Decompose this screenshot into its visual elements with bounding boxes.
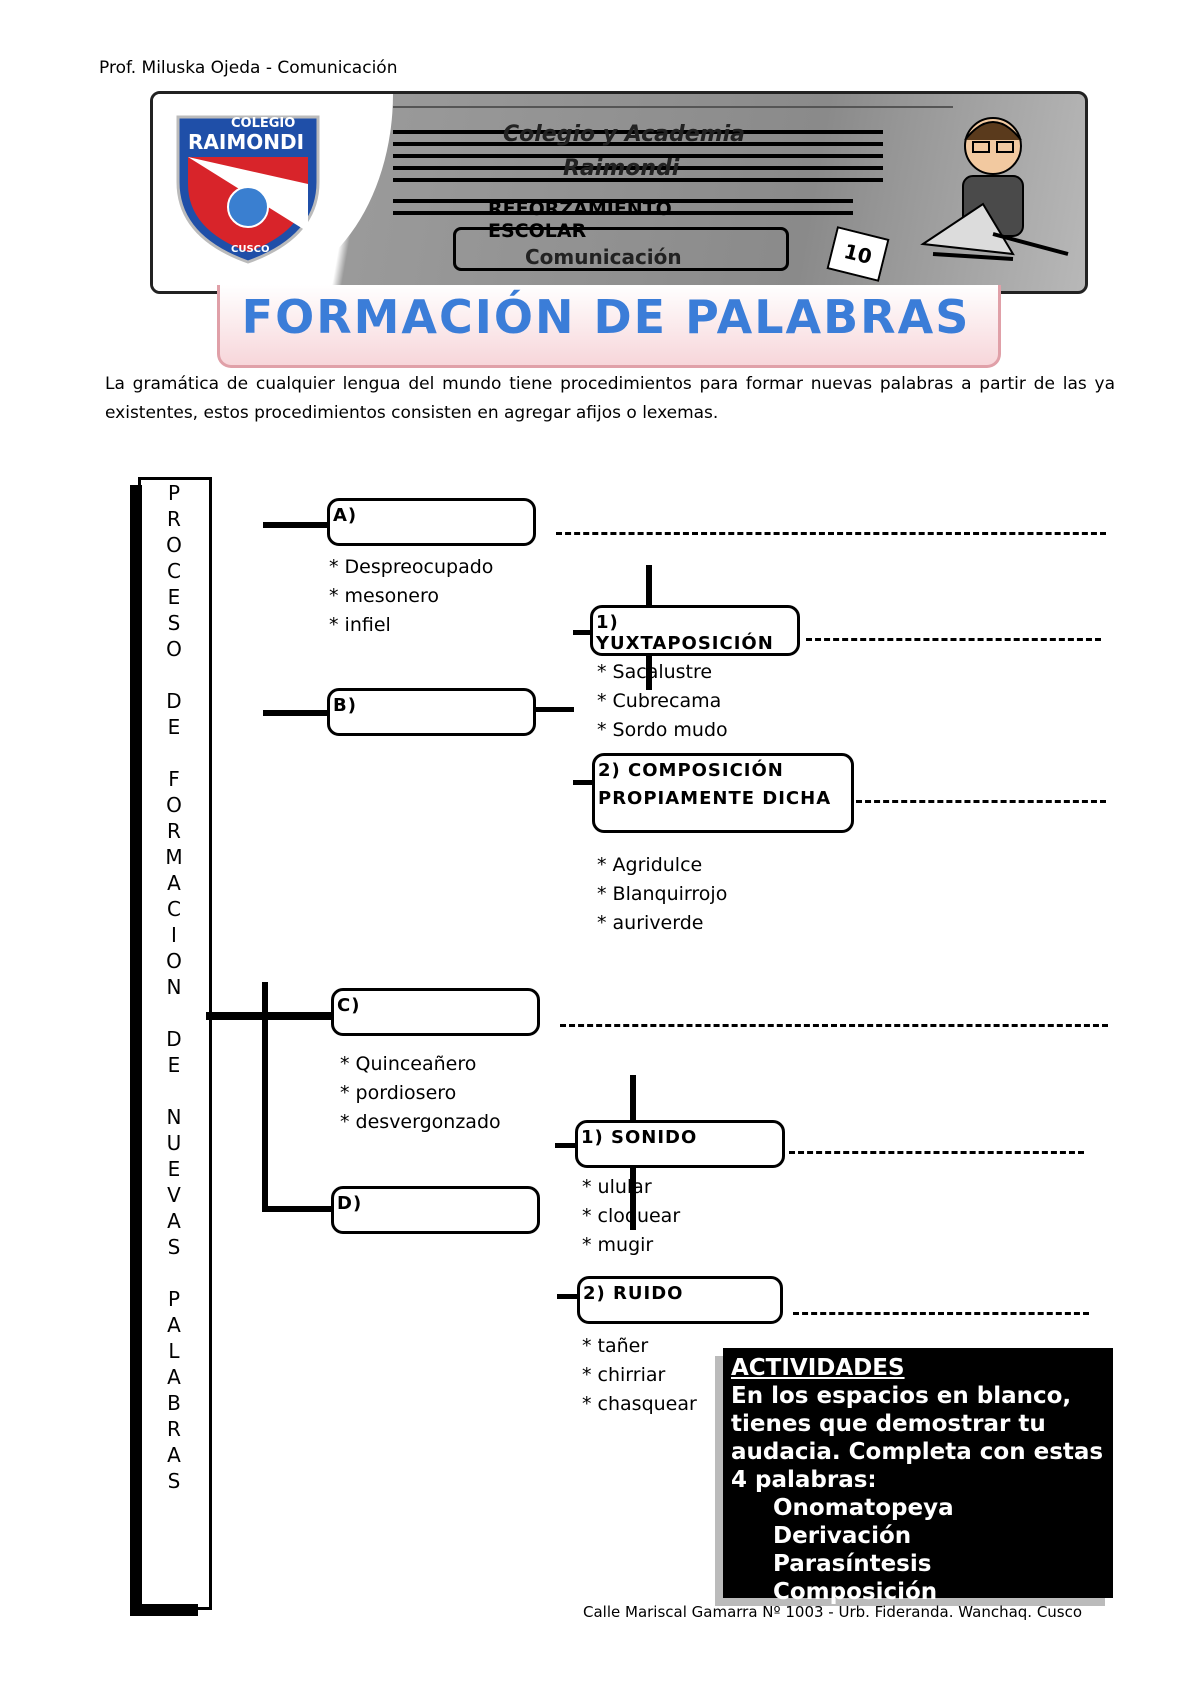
connector-b-out [532,707,574,712]
answer-line-a[interactable] [556,532,1106,535]
vertical-letter: O [166,793,182,817]
box-d2: 2) RUIDO [577,1276,783,1324]
box-b2: 2) COMPOSICIÓN PROPIAMENTE DICHA [592,753,854,833]
connector-cd-vertical [262,982,268,1212]
vertical-letter: S [167,1469,181,1493]
vertical-letter: A [167,871,181,895]
vertical-letter: R [167,819,181,843]
box-c: C) [331,988,540,1036]
title-panel [217,285,1001,368]
examples-d2: * tañer* chirriar* chasquear [582,1335,697,1415]
vertical-letter: L [168,1339,180,1363]
answer-line-b1[interactable] [806,638,1101,641]
vertical-letter: S [167,611,181,635]
page-title: FORMACIÓN DE PALABRAS [241,290,971,344]
vertical-letter: N [166,1105,182,1129]
vertical-letter: E [167,1157,181,1181]
vertical-letter: R [167,507,181,531]
vertical-letter: R [167,1417,181,1441]
vertical-letter: P [167,1287,181,1311]
connector-d1 [555,1143,575,1148]
vertical-letter: O [166,949,182,973]
answer-line-c[interactable] [560,1024,1108,1027]
logo-name-text: RAIMONDI [188,130,305,154]
activity-word: Parasíntesis [773,1551,932,1577]
connector-a [263,522,331,528]
banner-line2: Raimondi [563,156,680,181]
examples-b2: * Agridulce* Blanquirrojo* auriverde [597,854,728,934]
vertical-letter [160,1260,188,1286]
calendar-icon: 10 [826,226,890,282]
logo-top-text: COLEGIO [231,116,296,131]
activities-heading: ACTIVIDADES [731,1355,905,1381]
author-line: Prof. Miluska Ojeda - Comunicación [99,58,398,78]
vertical-letter: C [167,897,181,921]
box-b1: 1) YUXTAPOSICIÓN [590,605,800,656]
box-b: B) [327,688,536,736]
school-shield-logo [176,115,320,264]
logo-city-text: CUSCO [231,244,270,255]
vertical-letter [160,1078,188,1104]
vertical-letter [160,662,188,688]
answer-line-b2[interactable] [856,800,1106,803]
examples-d1: * ulular* cloquear* mugir [582,1176,681,1256]
student-laptop-illustration [920,117,1069,261]
box-a: A) [327,498,536,546]
examples-c: * Quinceañero* pordiosero* desvergonzado [340,1053,501,1133]
header-banner: COLEGIO RAIMONDI CUSCO Colegio y Academi… [150,91,1088,294]
vertical-letter: E [167,1053,181,1077]
vertical-letter: M [165,845,183,869]
connector-d [262,1206,332,1212]
vertical-letter: D [166,689,182,713]
vertical-letter: A [167,1443,181,1467]
vertical-letter: P [167,481,181,505]
connector-c [206,1012,332,1020]
vertical-letter: A [167,1313,181,1337]
connector-b [263,710,331,716]
vertical-letter [160,740,188,766]
banner-line1: Colegio y Academia [503,122,745,147]
connector-b2 [573,780,593,785]
banner-line4: Comunicación [525,245,682,269]
vertical-letter: I [171,923,177,947]
vertical-letter: A [167,1209,181,1233]
vertical-letter: S [167,1235,181,1259]
activity-word: Composición [773,1579,938,1605]
vertical-letter: V [167,1183,181,1207]
box-d1: 1) SONIDO [575,1120,785,1168]
examples-a: * Despreocupado* mesonero* infiel [329,556,494,636]
examples-b1: * Sacalustre* Cubrecama* Sordo mudo [597,661,728,741]
vertical-letter [160,1000,188,1026]
vertical-letter: O [166,637,182,661]
vertical-letter: C [167,559,181,583]
vertical-letter: N [166,975,182,999]
vertical-letter: U [166,1131,182,1155]
vertical-letter: O [166,533,182,557]
vertical-letter: F [168,767,180,791]
box-d: D) [331,1186,540,1234]
vertical-title-box [138,477,212,1610]
footer-address: Calle Mariscal Gamarra Nº 1003 - Urb. Fi… [583,1603,1083,1621]
intro-paragraph: La gramática de cualquier lengua del mun… [105,374,1115,423]
connector-b1 [573,630,593,635]
activity-word: Onomatopeya [773,1495,954,1521]
vertical-letter: D [166,1027,182,1051]
vertical-letter: B [167,1391,181,1415]
answer-line-d2[interactable] [793,1312,1089,1315]
activities-box: ACTIVIDADES En los espacios en blanco, t… [723,1348,1113,1605]
activities-text: En los espacios en blanco, tienes que de… [731,1383,1104,1493]
vertical-letter: E [167,715,181,739]
vertical-letter: E [167,585,181,609]
answer-line-d1[interactable] [789,1151,1084,1154]
connector-d2 [557,1294,577,1299]
vertical-letter: A [167,1365,181,1389]
banner-line3: REFORZAMIENTO ESCOLAR [488,198,672,242]
activity-word: Derivación [773,1523,912,1549]
